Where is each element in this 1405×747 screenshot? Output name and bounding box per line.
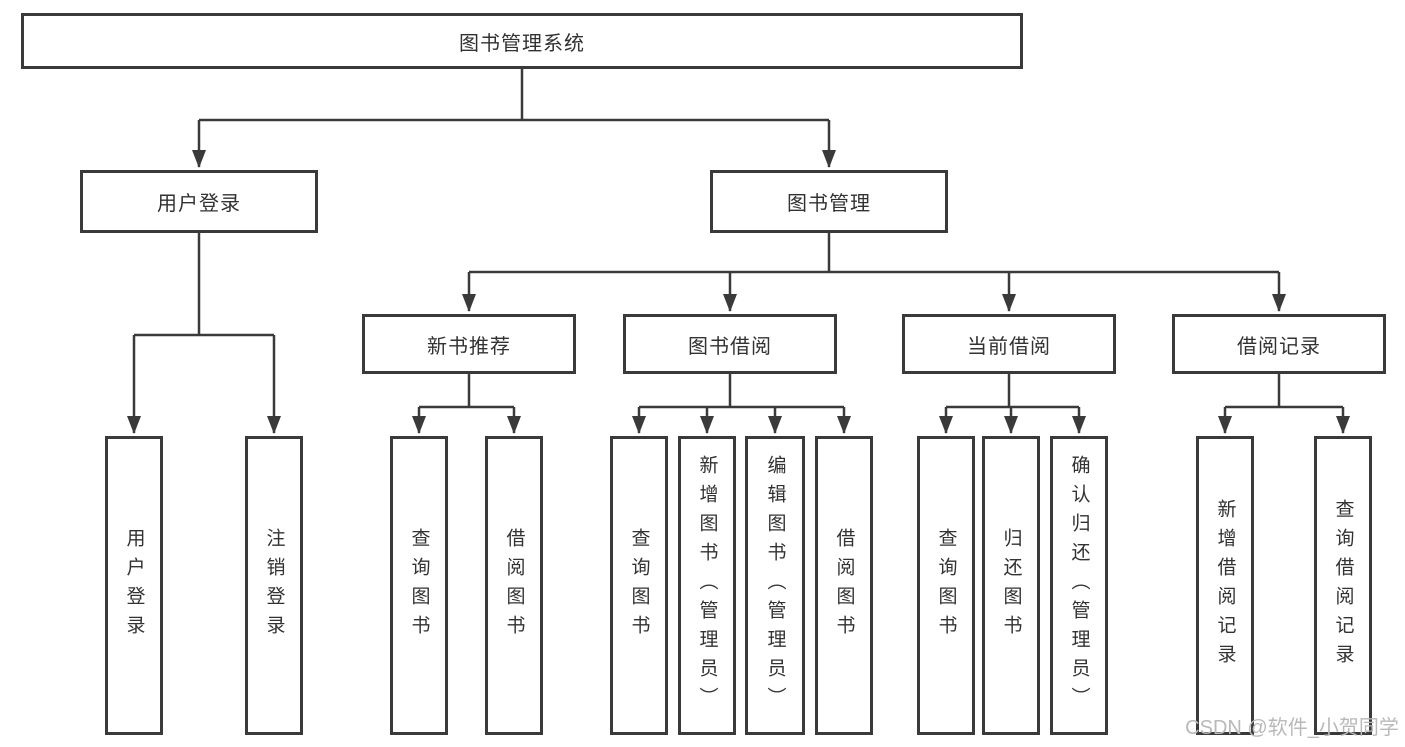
leaf-query-borrow-record-label: 查询借阅记录 (1332, 498, 1354, 673)
node-new-book-recommend: 新书推荐 (362, 314, 576, 374)
leaf-query-books-borrow-label: 查询图书 (628, 527, 650, 644)
leaf-query-borrow-record: 查询借阅记录 (1314, 436, 1372, 735)
leaf-return-books-label: 归还图书 (1000, 527, 1022, 644)
leaf-return-books: 归还图书 (982, 436, 1040, 735)
leaf-query-books-recommend: 查询图书 (390, 436, 448, 735)
leaf-edit-books-admin: 编辑图书（管理员） (745, 436, 805, 735)
node-user-login: 用户登录 (80, 170, 318, 233)
node-current-borrow: 当前借阅 (902, 314, 1116, 374)
leaf-logout-label: 注销登录 (263, 527, 285, 644)
leaf-confirm-return-admin-label: 确认归还（管理员） (1068, 455, 1090, 716)
leaf-query-books-borrow: 查询图书 (610, 436, 668, 735)
leaf-borrow-books-recommend-label: 借阅图书 (503, 527, 525, 644)
leaf-add-books-admin-label: 新增图书（管理员） (696, 455, 718, 716)
leaf-query-books-recommend-label: 查询图书 (408, 527, 430, 644)
node-book-borrow: 图书借阅 (623, 314, 837, 374)
leaf-borrow-books-recommend: 借阅图书 (485, 436, 543, 735)
node-borrow-records: 借阅记录 (1172, 314, 1386, 374)
leaf-add-books-admin: 新增图书（管理员） (678, 436, 736, 735)
csdn-watermark: CSDN @软件_小贺同学 (1185, 717, 1399, 739)
leaf-query-books-current-label: 查询图书 (935, 527, 957, 644)
leaf-confirm-return-admin: 确认归还（管理员） (1050, 436, 1108, 735)
leaf-logout: 注销登录 (245, 436, 303, 735)
leaf-add-borrow-record-label: 新增借阅记录 (1214, 498, 1236, 673)
leaf-add-borrow-record: 新增借阅记录 (1196, 436, 1254, 735)
leaf-query-books-current: 查询图书 (917, 436, 975, 735)
leaf-user-login-label: 用户登录 (123, 527, 145, 644)
node-book-management: 图书管理 (710, 170, 948, 233)
node-library-system: 图书管理系统 (21, 13, 1023, 69)
leaf-user-login: 用户登录 (105, 436, 163, 735)
leaf-borrow-books-label: 借阅图书 (833, 527, 855, 644)
leaf-borrow-books: 借阅图书 (815, 436, 873, 735)
leaf-edit-books-admin-label: 编辑图书（管理员） (764, 455, 786, 716)
